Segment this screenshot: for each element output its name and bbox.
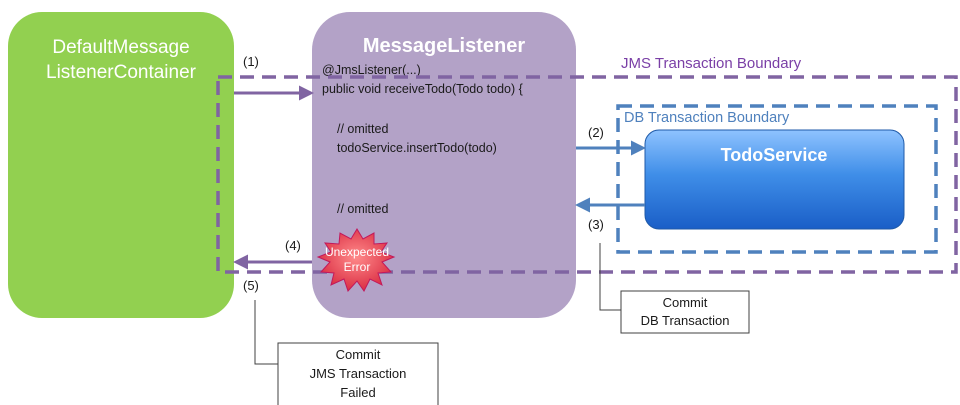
error-label-line1: Unexpected	[325, 245, 389, 259]
db-boundary-frame	[616, 104, 938, 254]
db-transaction-boundary: DB Transaction Boundary	[616, 104, 938, 254]
jms-transaction-boundary: JMS Transaction Boundary	[216, 55, 958, 274]
code-method-signature: public void receiveTodo(Todo todo) {	[322, 82, 523, 96]
db-commit-callout: Commit DB Transaction	[599, 243, 750, 334]
code-comment-1: // omitted	[337, 122, 388, 136]
step-label-4: (4)	[285, 238, 301, 253]
todo-service-box	[644, 129, 905, 230]
code-annotation: @JmsListener(...)	[322, 63, 421, 77]
jms-boundary-label: JMS Transaction Boundary	[621, 55, 802, 72]
db-commit-leader	[599, 243, 621, 311]
todo-service-node: TodoService	[644, 129, 905, 230]
message-listener-box	[312, 12, 576, 318]
container-title-line2: ListenerContainer	[46, 62, 197, 83]
unexpected-error-burst: Unexpected Error	[316, 228, 396, 292]
error-burst-shape	[316, 228, 396, 292]
container-title-line1: DefaultMessage	[52, 37, 189, 58]
jms-commit-box	[277, 342, 439, 405]
listener-container-node: DefaultMessage ListenerContainer	[8, 12, 234, 318]
flow-arrows	[233, 85, 646, 270]
db-commit-line2: DB Transaction	[641, 313, 730, 328]
step-label-5: (5)	[243, 278, 259, 293]
jms-commit-line2: JMS Transaction	[310, 366, 407, 381]
db-commit-box	[620, 290, 750, 334]
jms-commit-line3: Failed	[340, 385, 375, 400]
error-label-line2: Error	[344, 260, 371, 274]
code-service-call: todoService.insertTodo(todo)	[337, 141, 497, 155]
message-listener-node: MessageListener @JmsListener(...) public…	[312, 12, 576, 318]
listener-container-box	[8, 12, 234, 318]
listener-title: MessageListener	[363, 35, 526, 57]
db-commit-line1: Commit	[663, 295, 708, 310]
jms-commit-line1: Commit	[336, 347, 381, 362]
jms-commit-leader	[254, 300, 278, 365]
code-comment-2: // omitted	[337, 202, 388, 216]
step-label-2: (2)	[588, 125, 604, 140]
todo-service-title: TodoService	[721, 145, 828, 165]
step-label-3: (3)	[588, 217, 604, 232]
step-label-1: (1)	[243, 54, 259, 69]
db-boundary-label: DB Transaction Boundary	[624, 110, 790, 126]
jms-boundary-frame	[216, 75, 958, 274]
jms-commit-callout: Commit JMS Transaction Failed	[254, 300, 439, 405]
